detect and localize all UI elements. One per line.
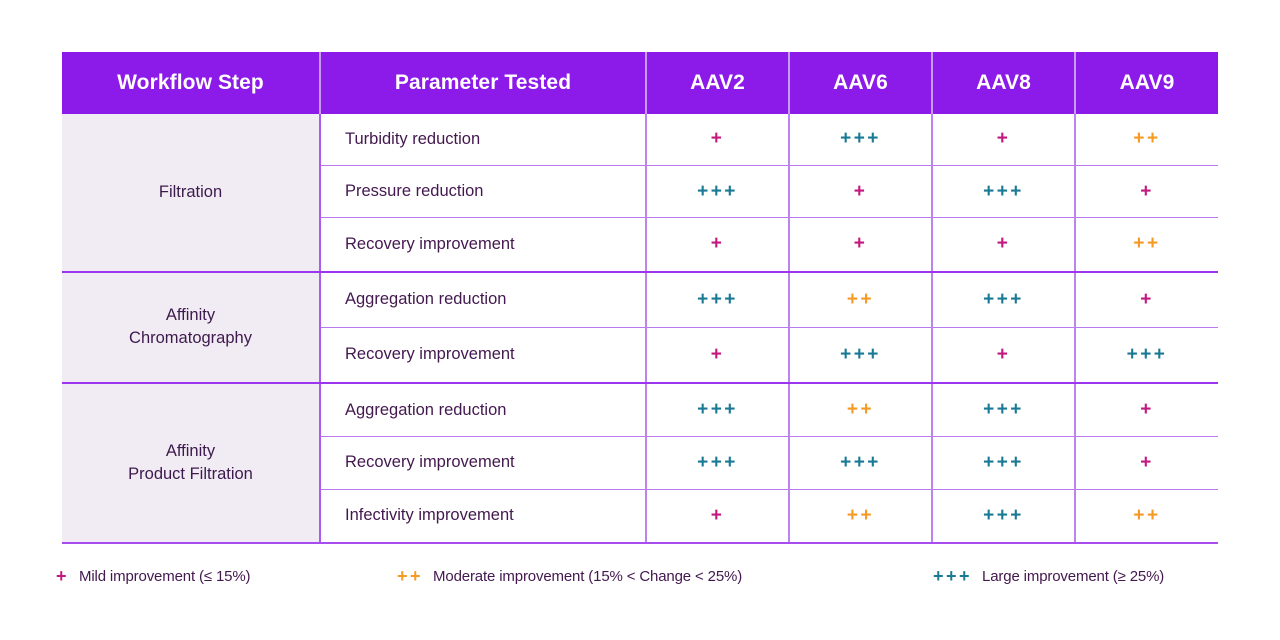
parameter-cell: Turbidity reduction <box>320 114 647 166</box>
score-cell-aav6: + <box>789 165 933 219</box>
parameter-cell: Recovery improvement <box>320 217 647 273</box>
score-cell-aav9: + <box>1075 383 1218 438</box>
workflow-step-cell: Filtration <box>62 114 321 273</box>
column-header-aav9: AAV9 <box>1075 52 1218 114</box>
score-cell-aav6: ++ <box>789 489 933 544</box>
table-row: Infectivity improvement++++++++ <box>62 489 1218 544</box>
score-cell-aav6: +++ <box>789 327 933 385</box>
legend-item-moderate: ++ Moderate improvement (15% < Change < 2… <box>397 566 742 587</box>
column-header-workflow-step: Workflow Step <box>62 52 321 114</box>
parameter-cell: Aggregation reduction <box>320 383 647 438</box>
parameter-cell: Recovery improvement <box>320 436 647 490</box>
table-row: Recovery improvement++++++++++ <box>62 436 1218 490</box>
score-cell-aav9: +++ <box>1075 327 1218 385</box>
score-cell-aav2: + <box>646 489 790 544</box>
score-cell-aav2: + <box>646 217 790 273</box>
parameter-cell: Aggregation reduction <box>320 271 647 328</box>
score-cell-aav8: + <box>932 114 1076 166</box>
score-cell-aav8: +++ <box>932 165 1076 219</box>
column-header-aav6: AAV6 <box>789 52 933 114</box>
legend-item-mild-symbol: + <box>56 566 70 586</box>
score-cell-aav8: + <box>932 217 1076 273</box>
parameter-cell: Recovery improvement <box>320 327 647 385</box>
legend-item-moderate-text: Moderate improvement (15% < Change < 25%… <box>433 568 743 585</box>
column-header-aav8: AAV8 <box>932 52 1076 114</box>
table-header: Workflow Step Parameter Tested AAV2 AAV6… <box>62 52 1218 114</box>
score-cell-aav2: +++ <box>646 383 790 438</box>
workflow-step-label-line1: Affinity <box>165 305 216 324</box>
legend-item-large-symbol: +++ <box>933 566 973 586</box>
aav-comparison-table: Workflow Step Parameter Tested AAV2 AAV6… <box>62 52 1218 544</box>
score-cell-aav2: +++ <box>646 436 790 490</box>
table-row: Recovery improvement++++++++ <box>62 327 1218 385</box>
legend-item-large: +++ Large improvement (≥ 25%) <box>933 566 1164 587</box>
parameter-cell: Pressure reduction <box>320 165 647 219</box>
score-cell-aav2: +++ <box>646 165 790 219</box>
score-cell-aav2: + <box>646 114 790 166</box>
parameter-cell: Infectivity improvement <box>320 489 647 544</box>
legend-item-large-text: Large improvement (≥ 25%) <box>982 568 1165 585</box>
score-cell-aav9: ++ <box>1075 489 1218 544</box>
table-row: Recovery improvement+++++ <box>62 217 1218 273</box>
workflow-step-label-line1: Affinity <box>165 441 216 460</box>
header-row: Workflow Step Parameter Tested AAV2 AAV6… <box>62 52 1218 114</box>
legend-item-moderate-symbol: ++ <box>397 566 424 586</box>
score-cell-aav9: + <box>1075 165 1218 219</box>
score-cell-aav9: + <box>1075 436 1218 490</box>
workflow-step-label-line2: Chromatography <box>129 329 252 348</box>
score-cell-aav6: +++ <box>789 114 933 166</box>
score-cell-aav2: +++ <box>646 271 790 328</box>
legend-item-mild: + Mild improvement (≤ 15%) <box>56 566 251 587</box>
score-cell-aav9: + <box>1075 271 1218 328</box>
score-cell-aav8: +++ <box>932 489 1076 544</box>
score-cell-aav8: +++ <box>932 383 1076 438</box>
score-cell-aav2: + <box>646 327 790 385</box>
table-row: Pressure reduction++++++++ <box>62 165 1218 219</box>
score-cell-aav8: + <box>932 327 1076 385</box>
legend-item-mild-text: Mild improvement (≤ 15%) <box>79 568 251 585</box>
legend: + Mild improvement (≤ 15%) ++ Moderate impr… <box>56 566 1226 600</box>
score-cell-aav8: +++ <box>932 271 1076 328</box>
score-cell-aav6: +++ <box>789 436 933 490</box>
workflow-step-label-line2: Product Filtration <box>128 465 253 484</box>
workflow-step-label: Filtration <box>158 182 223 201</box>
column-header-aav2: AAV2 <box>646 52 790 114</box>
column-header-parameter-tested: Parameter Tested <box>320 52 647 114</box>
score-cell-aav6: ++ <box>789 271 933 328</box>
score-cell-aav9: ++ <box>1075 114 1218 166</box>
comparison-table-container: Workflow Step Parameter Tested AAV2 AAV6… <box>62 52 1218 544</box>
score-cell-aav9: ++ <box>1075 217 1218 273</box>
score-cell-aav6: + <box>789 217 933 273</box>
score-cell-aav6: ++ <box>789 383 933 438</box>
score-cell-aav8: +++ <box>932 436 1076 490</box>
